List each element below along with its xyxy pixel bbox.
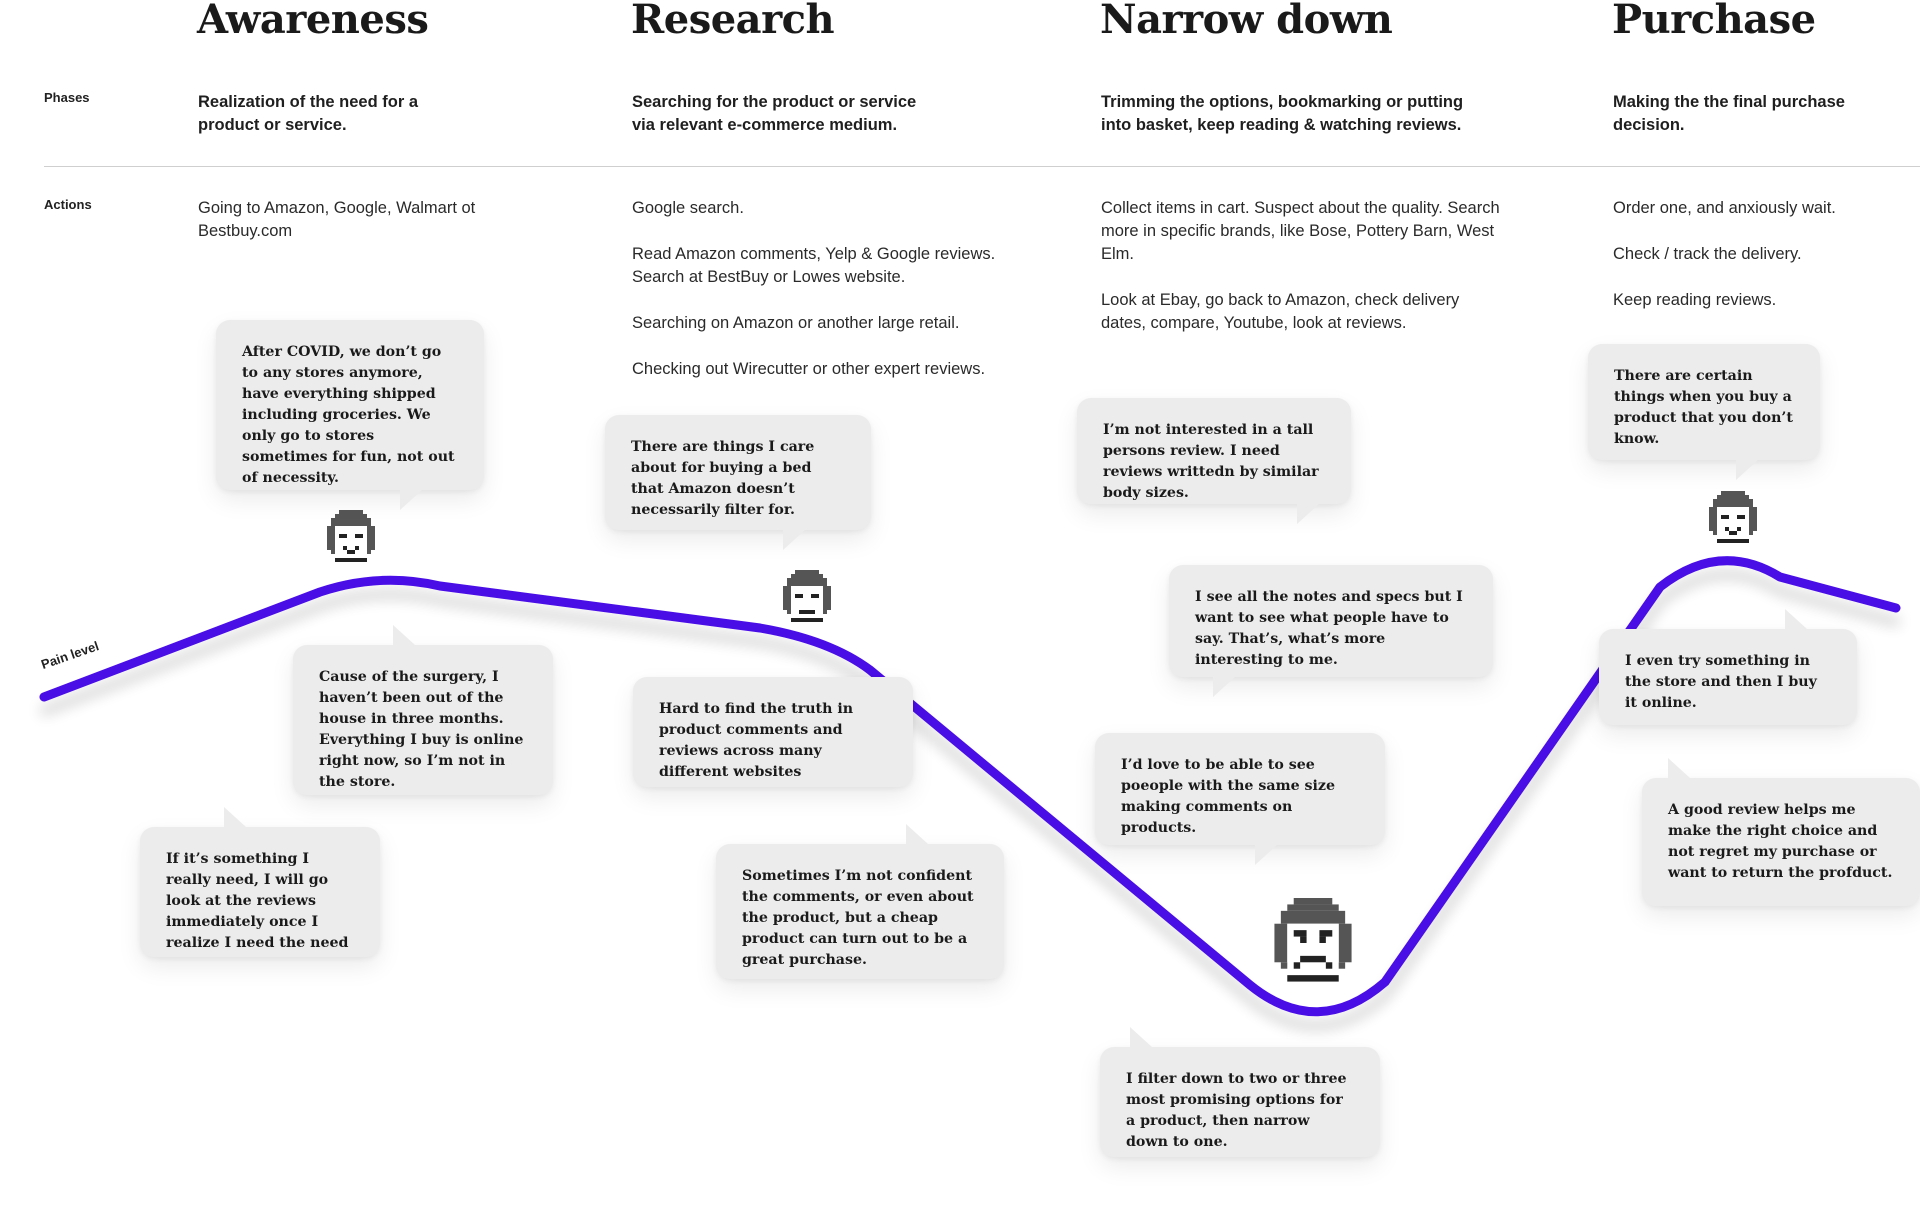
quote-text: I even try something in the store and th… (1625, 653, 1817, 711)
quote-text: There are certain things when you buy a … (1614, 368, 1793, 447)
phase-title-research: Research (631, 0, 835, 43)
quote-text: Hard to find the truth in product commen… (659, 701, 854, 780)
pixel-face-icon (1274, 898, 1352, 982)
quote-text: I see all the notes and specs but I want… (1195, 589, 1463, 668)
action-item: Read Amazon comments, Yelp & Google revi… (632, 245, 996, 286)
pixel-face-icon (1709, 491, 1757, 543)
phase-title-purchase: Purchase (1612, 0, 1816, 43)
bubble-tail (1785, 609, 1807, 629)
phase-description-purchase: Making the the final purchase decision. (1613, 93, 1845, 134)
quote-bubble: There are things I care about for buying… (605, 415, 871, 550)
action-item: Going to Amazon, Google, Walmart ot Best… (198, 199, 476, 240)
quote-bubble: Cause of the surgery, I haven’t been out… (293, 625, 553, 795)
phase-description-awareness: Realization of the need for a product or… (198, 93, 419, 134)
action-item: Keep reading reviews. (1613, 291, 1777, 309)
quote-bubble: Hard to find the truth in product commen… (633, 677, 913, 787)
quote-text: Sometimes I’m not confident the comments… (742, 868, 974, 968)
action-item: Collect items in cart. Suspect about the… (1101, 199, 1500, 263)
action-item: Searching on Amazon or another large ret… (632, 314, 960, 332)
quote-bubble: I filter down to two or three most promi… (1100, 1027, 1380, 1157)
action-item: Order one, and anxiously wait. (1613, 199, 1836, 217)
quote-bubble: I even try something in the store and th… (1599, 609, 1857, 725)
actions-research: Google search. Read Amazon comments, Yel… (632, 197, 1012, 404)
quote-bubble: I’m not interested in a tall persons rev… (1077, 398, 1351, 524)
action-item: Look at Ebay, go back to Amazon, check d… (1101, 291, 1460, 332)
bubble-tail (1297, 504, 1319, 524)
quote-bubble: After COVID, we don’t go to any stores a… (216, 320, 484, 510)
quote-text: I’d love to be able to see poeople with … (1121, 757, 1336, 836)
bubble-tail (1736, 460, 1758, 480)
pixel-face-icon (783, 570, 831, 622)
action-item: Checking out Wirecutter or other expert … (632, 360, 986, 378)
pixel-face-icon (327, 510, 375, 562)
quote-bubble: I see all the notes and specs but I want… (1169, 565, 1493, 697)
actions-narrow-down: Collect items in cart. Suspect about the… (1101, 197, 1501, 358)
pain-level-curve (39, 556, 1901, 1017)
quote-bubble: Sometimes I’m not confident the comments… (716, 824, 1004, 979)
action-item: Check / track the delivery. (1613, 245, 1802, 263)
quote-text: After COVID, we don’t go to any stores a… (242, 344, 455, 486)
quote-bubble: There are certain things when you buy a … (1588, 344, 1820, 480)
header-divider (44, 166, 1920, 167)
quote-text: Cause of the surgery, I haven’t been out… (319, 669, 524, 790)
bubble-tail (783, 530, 805, 550)
bubble-tail (1255, 845, 1277, 865)
actions-awareness: Going to Amazon, Google, Walmart ot Best… (198, 197, 488, 266)
bubble-tail (224, 807, 246, 827)
bubble-tail (906, 824, 928, 844)
quote-bubble: A good review helps me make the right ch… (1642, 758, 1920, 906)
phases-row-label: Phases (44, 90, 90, 105)
bubble-tail (400, 490, 422, 510)
phase-title-narrow-down: Narrow down (1100, 0, 1393, 43)
phase-description-research: Searching for the product or service via… (632, 93, 917, 134)
bubble-tail (1213, 677, 1235, 697)
quote-text: If it’s something I really need, I will … (166, 851, 349, 951)
quote-text: I filter down to two or three most promi… (1126, 1071, 1347, 1150)
bubble-tail (1130, 1027, 1152, 1047)
quote-text: A good review helps me make the right ch… (1668, 802, 1893, 881)
quote-text: I’m not interested in a tall persons rev… (1103, 422, 1319, 501)
phase-title-awareness: Awareness (197, 0, 429, 43)
bubble-tail (393, 625, 415, 645)
phase-description-narrow-down: Trimming the options, bookmarking or put… (1101, 93, 1464, 134)
actions-row-label: Actions (44, 197, 92, 212)
quote-text: There are things I care about for buying… (631, 439, 815, 518)
actions-purchase: Order one, and anxiously wait. Check / t… (1613, 197, 1893, 335)
quote-bubble: If it’s something I really need, I will … (140, 807, 380, 957)
quote-bubble: I’d love to be able to see poeople with … (1095, 733, 1385, 865)
bubble-tail (1668, 758, 1690, 778)
action-item: Google search. (632, 199, 744, 217)
